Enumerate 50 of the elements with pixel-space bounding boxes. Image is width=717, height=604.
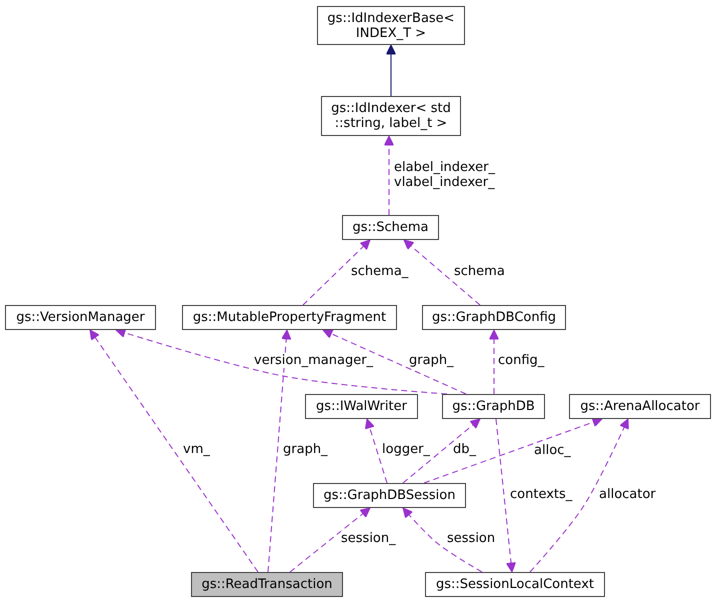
dashed-arrow [404,240,480,306]
class-box [569,394,711,419]
dashed-arrow [489,330,499,394]
class-box [442,394,545,419]
dashed-arrow [402,508,482,572]
class-name: gs::IdIndexer< std ::string, label_t > [330,101,452,131]
dashed-arrow [290,508,370,572]
edge-label: db_ [453,442,476,457]
dashed-arrow [90,330,258,572]
dashed-arrow [496,418,516,572]
class-name: gs::MutablePropertyFragment [192,310,386,325]
edge-label: graph_ [409,353,454,368]
dashed-arrow [322,329,466,394]
class-box [425,572,605,597]
edge-label: alloc_ [534,443,571,458]
edge-label: graph_ [283,442,328,457]
class-box [305,394,418,419]
class-name: gs::VersionManager [16,310,145,325]
dashed-arrow [384,136,394,216]
class-name: gs::IWalWriter [316,399,407,414]
dashed-arrow [268,330,292,572]
dashed-arrow [116,328,448,394]
edge-label: version_manager_ [254,353,374,368]
edge-label: schema_ [351,264,408,279]
edge-label: contexts_ [510,487,572,502]
dashed-arrow [402,418,480,484]
class-name: gs::Schema [352,220,429,235]
class-box [321,96,461,136]
class-box [317,6,465,45]
class-box [191,572,343,597]
class-name: gs::GraphDBSession [324,488,456,503]
class-name: gs::ArenaAllocator [580,399,700,414]
dashed-arrow [364,418,388,484]
edge-label: config_ [498,353,544,368]
class-name: gs::ReadTransaction [202,577,332,592]
class-name: gs::GraphDBConfig [432,310,556,325]
class-box [422,305,566,330]
class-box [5,305,156,330]
dashed-arrow [424,417,602,484]
class-name: gs::GraphDB [452,399,535,414]
class-box [182,305,397,330]
class-name: gs::IdIndexerBase< INDEX_T > [326,10,456,40]
arrow [386,44,396,96]
dashed-arrow [530,418,629,572]
class-box [342,215,439,240]
class-box [313,483,466,508]
dashed-arrow [302,240,370,306]
edge-label: logger_ [382,442,430,457]
edge-label: session_ [341,531,396,546]
class-name: gs::SessionLocalContext [436,577,594,592]
